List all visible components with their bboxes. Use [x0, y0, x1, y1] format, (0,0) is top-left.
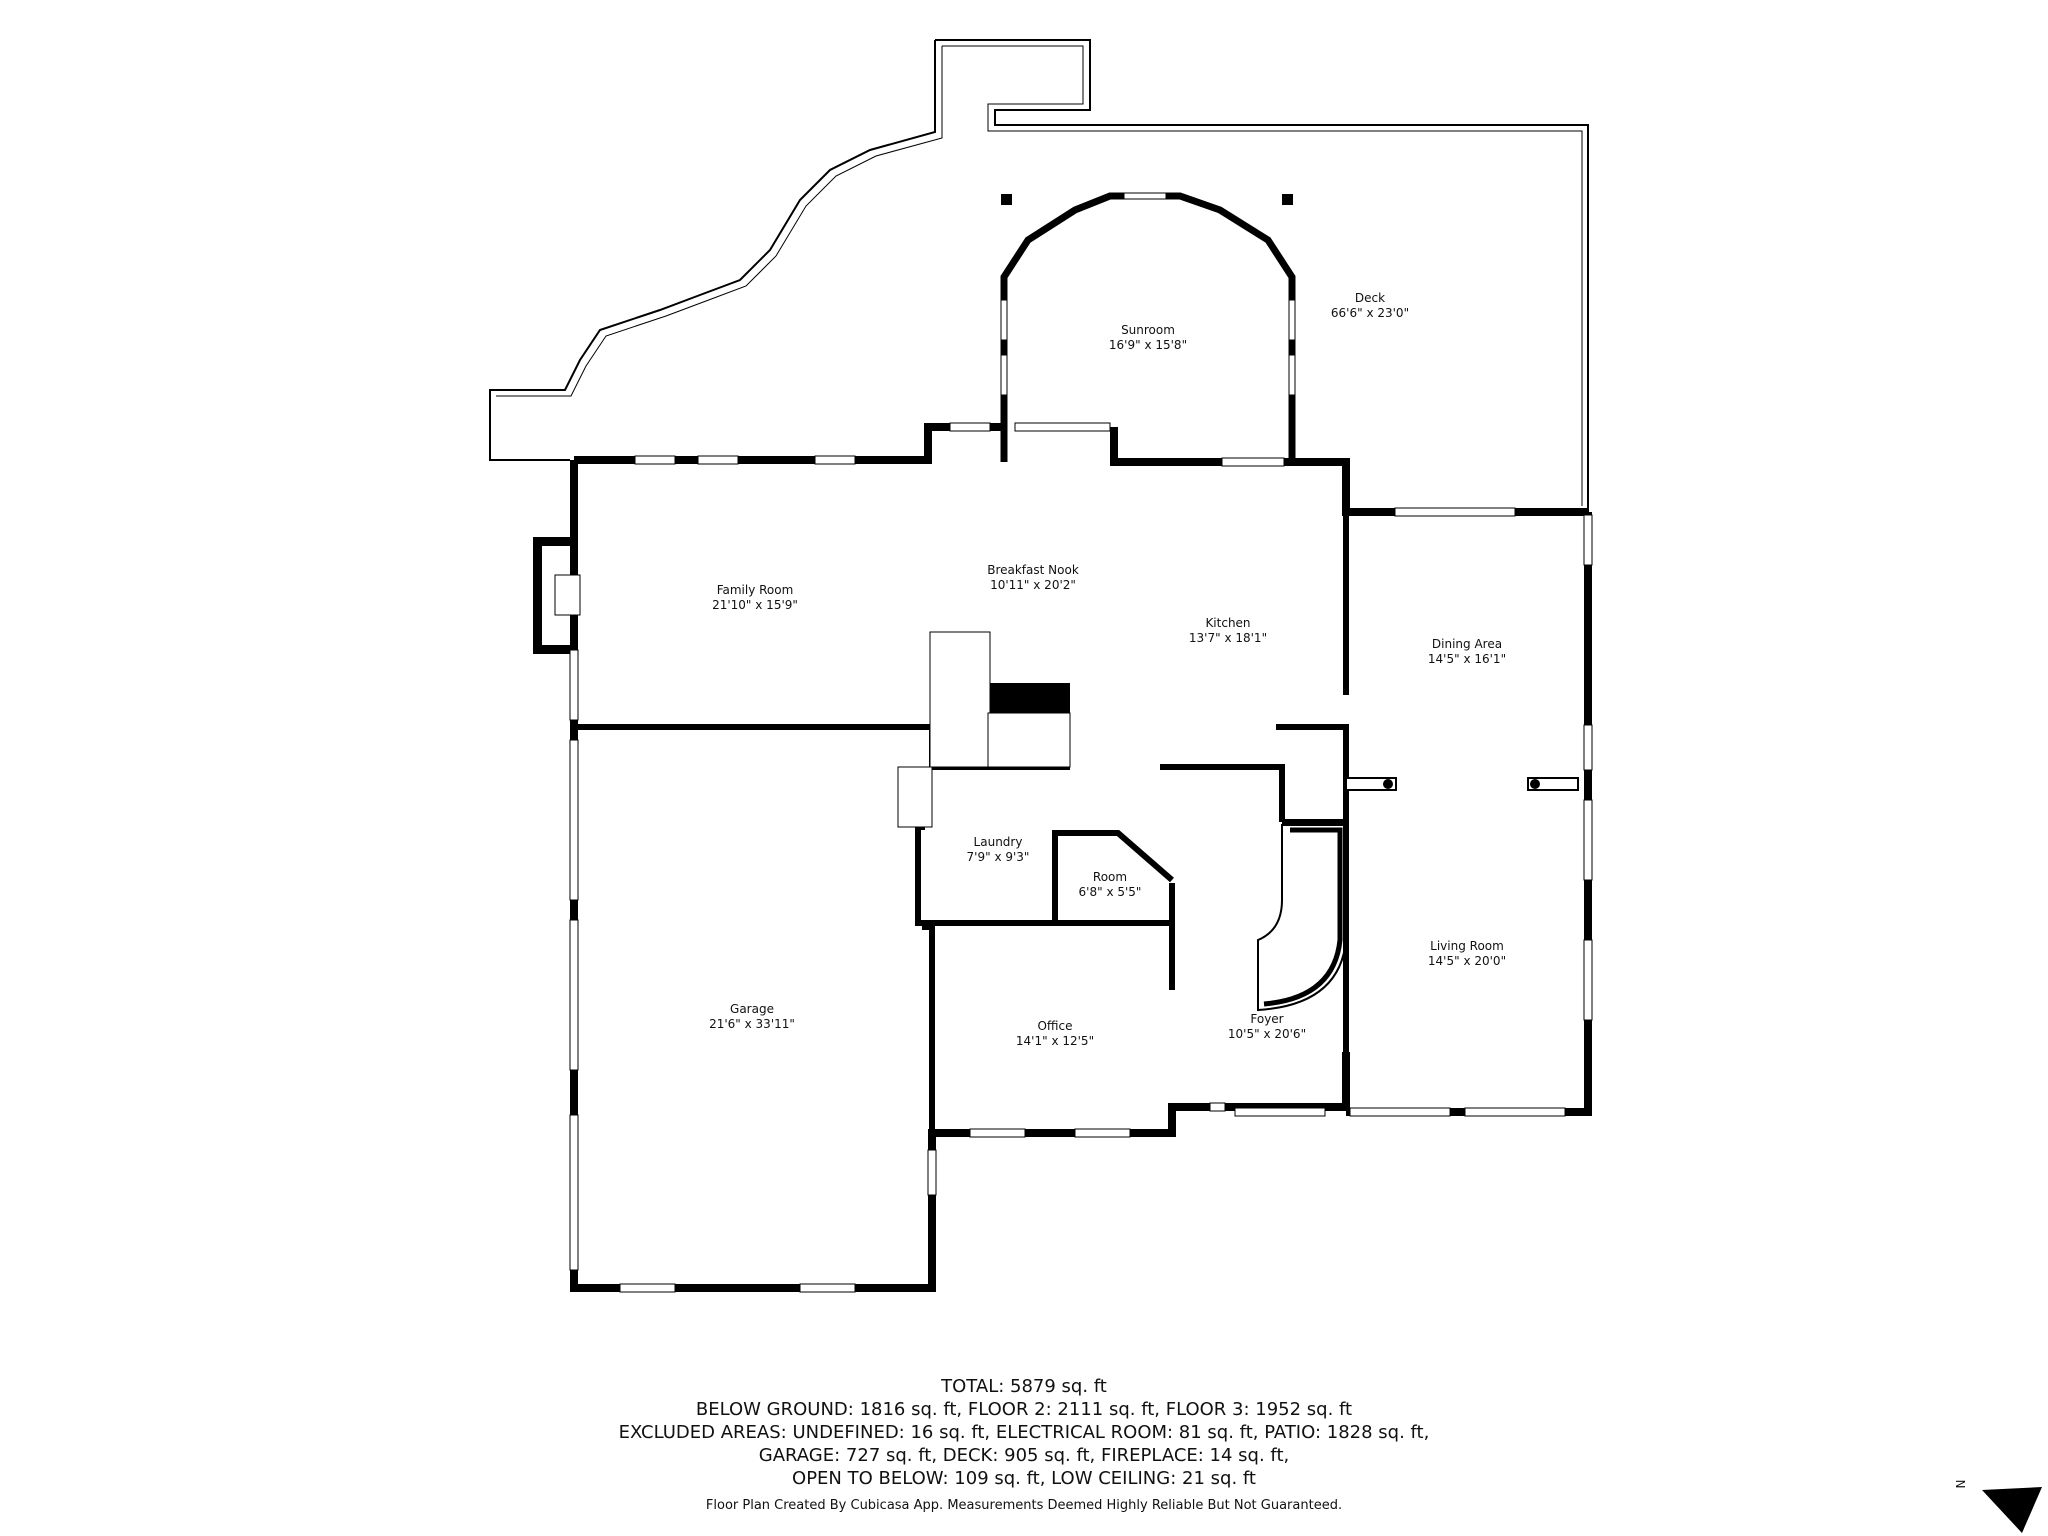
area-summary: TOTAL: 5879 sq. ft BELOW GROUND: 1816 sq…: [0, 1375, 2048, 1490]
credit-text: Floor Plan Created By Cubicasa App. Meas…: [705, 1498, 1343, 1513]
summary-line: BELOW GROUND: 1816 sq. ft, FLOOR 2: 2111…: [695, 1399, 1353, 1420]
summary-line: OPEN TO BELOW: 109 sq. ft, LOW CEILING: …: [792, 1468, 1256, 1489]
summary-line: GARAGE: 727 sq. ft, DECK: 905 sq. ft, FI…: [758, 1445, 1290, 1466]
north-arrow-icon: [1982, 1487, 2042, 1533]
compass: N: [1954, 1480, 2042, 1533]
columns: [1345, 777, 1579, 791]
stairs: [897, 631, 1071, 828]
open-to-below: [990, 683, 1070, 713]
compass-label: N: [1954, 1480, 1968, 1489]
summary-line: EXCLUDED AREAS: UNDEFINED: 16 sq. ft, EL…: [618, 1422, 1430, 1443]
windows: [569, 422, 1593, 1293]
fireplace: [540, 544, 581, 647]
sunroom-windows: [1000, 192, 1296, 396]
curved-stair: [1257, 824, 1347, 1012]
deck-outline-inner: [496, 45, 1583, 506]
deck-posts: [1001, 194, 1293, 205]
exterior-walls: [533, 423, 1592, 1292]
summary-line: TOTAL: 5879 sq. ft: [941, 1376, 1107, 1397]
deck-outline: [489, 39, 1589, 512]
